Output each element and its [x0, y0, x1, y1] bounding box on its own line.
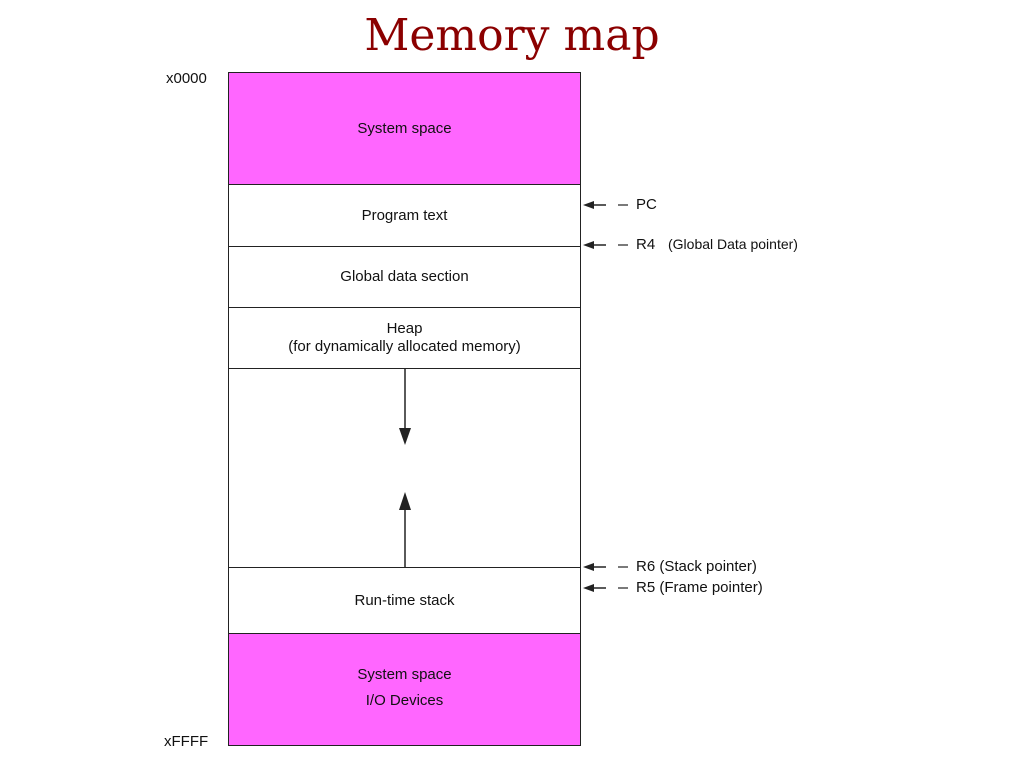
pointer-label-r6: R6 (Stack pointer)	[636, 558, 757, 575]
divider	[229, 368, 580, 369]
pointer-desc-r4: (Global Data pointer)	[668, 236, 798, 252]
pointer-arrow-pc	[583, 201, 628, 209]
address-bottom: xFFFF	[164, 733, 209, 750]
segment-system-space-bottom: System space I/O Devices	[229, 634, 580, 745]
divider	[229, 246, 580, 247]
stack-growth-arrow	[399, 492, 411, 567]
pointer-label-r4: R4	[636, 236, 656, 253]
segment-heap: Heap (for dynamically allocated memory)	[229, 308, 580, 368]
segment-label: Program text	[361, 206, 448, 224]
segment-sublabel: (for dynamically allocated memory)	[288, 338, 521, 355]
address-top: x0000	[166, 70, 207, 87]
pointer-arrow-r6	[583, 563, 628, 571]
segment-program-text: Program text	[229, 185, 580, 246]
segment-runtime-stack: Run-time stack	[229, 568, 580, 634]
pointer-arrow-r4	[583, 241, 628, 249]
segment-label: Heap	[386, 320, 423, 337]
divider	[229, 567, 580, 568]
memory-map: System space Program text Global data se…	[228, 72, 581, 746]
segment-global-data: Global data section	[229, 247, 580, 307]
pointer-arrow-r5	[583, 584, 628, 592]
segment-label: Global data section	[340, 268, 469, 285]
heap-growth-arrow	[399, 369, 411, 445]
pointer-label-pc: PC	[636, 196, 657, 213]
divider	[229, 307, 580, 308]
segment-label: System space	[357, 119, 452, 137]
segment-label: Run-time stack	[354, 591, 455, 609]
segment-label: System space	[357, 665, 452, 683]
page-title: Memory map	[364, 10, 660, 61]
segment-system-space-top: System space	[229, 73, 580, 185]
segment-sublabel: I/O Devices	[365, 691, 444, 709]
pointer-label-r5: R5 (Frame pointer)	[636, 579, 763, 596]
